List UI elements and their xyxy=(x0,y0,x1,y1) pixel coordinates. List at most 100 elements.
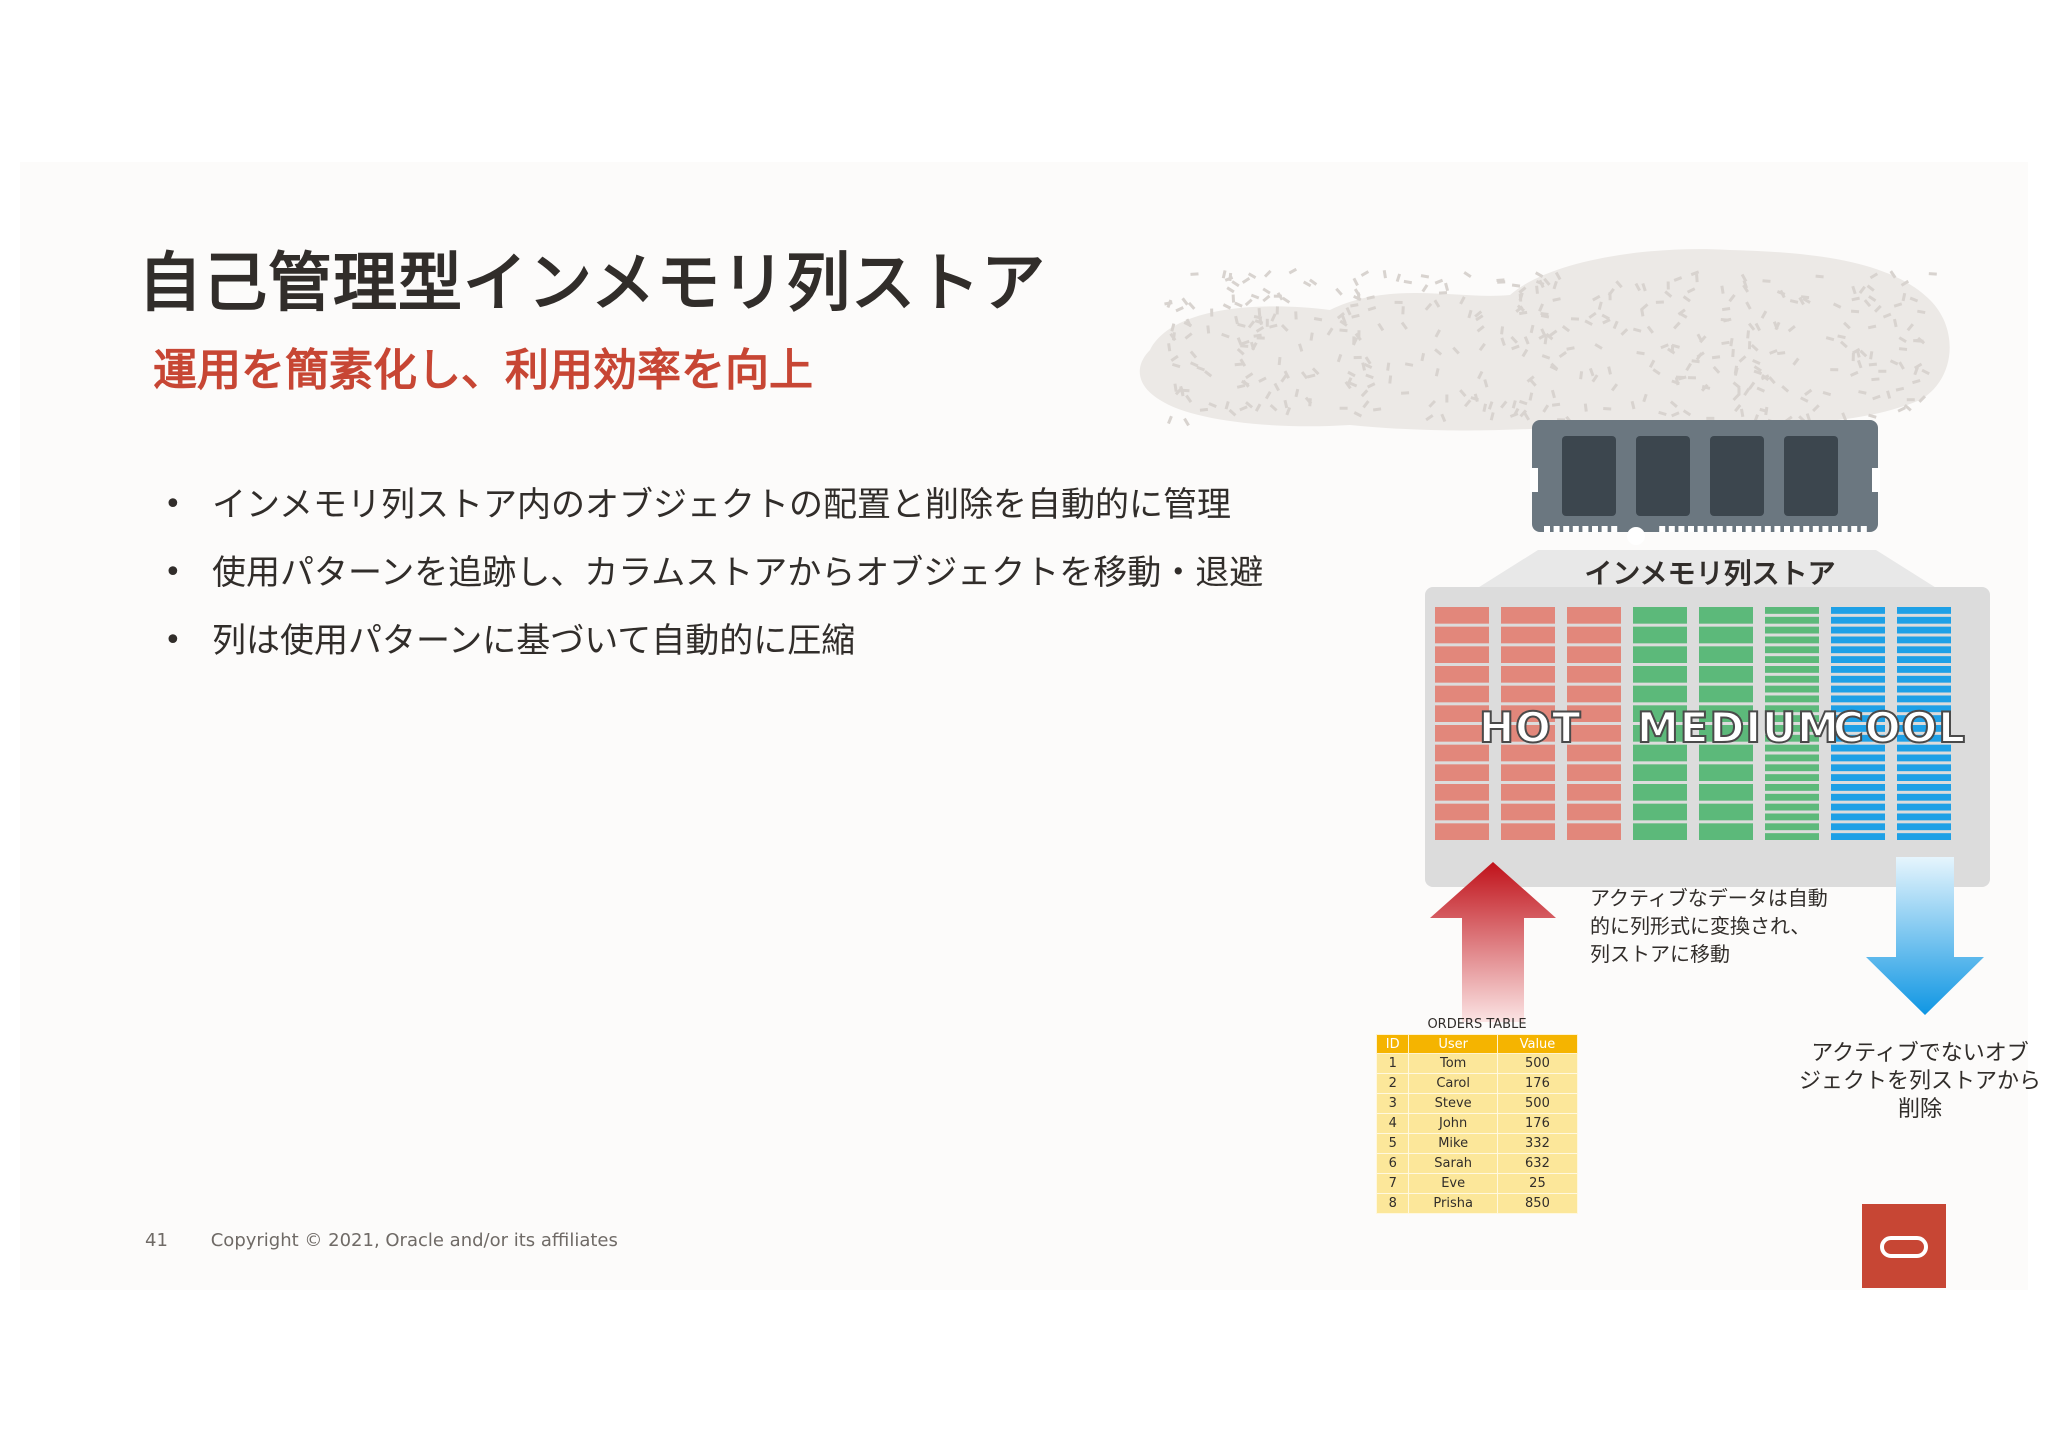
column-header: Value xyxy=(1496,1034,1579,1054)
column-cell xyxy=(1765,813,1819,821)
column-cell xyxy=(1435,764,1489,781)
footer: 41 Copyright © 2021, Oracle and/or its a… xyxy=(145,1230,618,1251)
column-cell xyxy=(1501,744,1555,762)
column-cell xyxy=(1831,803,1885,811)
column-cell xyxy=(1897,793,1951,801)
column-cell xyxy=(1765,646,1819,654)
column-cell xyxy=(1501,803,1555,821)
column-cell xyxy=(1897,636,1951,644)
column-cell xyxy=(1765,734,1819,742)
table-cell: John xyxy=(1408,1113,1498,1134)
column-cell xyxy=(1831,793,1885,801)
column-cell xyxy=(1897,725,1951,732)
column-cell xyxy=(1699,725,1753,742)
column-cell xyxy=(1831,764,1885,772)
column-cell xyxy=(1699,764,1753,781)
zone-label-medium: MEDIUM xyxy=(1636,702,1840,753)
column-cell xyxy=(1831,774,1885,781)
zone-label-cool: COOL xyxy=(1832,702,1966,753)
column-cell xyxy=(1897,734,1951,742)
column-cell xyxy=(1765,764,1819,772)
table-cell: Tom xyxy=(1408,1053,1498,1074)
copyright-text: Copyright © 2021, Oracle and/or its affi… xyxy=(210,1230,618,1251)
column-cell xyxy=(1567,685,1621,703)
column-cell xyxy=(1765,636,1819,644)
column-cell xyxy=(1567,764,1621,781)
column-cell xyxy=(1765,685,1819,693)
column-cell xyxy=(1831,813,1885,821)
column-cell xyxy=(1699,666,1753,683)
column-cell xyxy=(1897,823,1951,831)
column-cell xyxy=(1435,744,1489,762)
caption-active-data: アクティブなデータは自動 的に列形式に変換され、 列ストアに移動 xyxy=(1590,886,1828,966)
column-cell xyxy=(1897,616,1951,624)
memory-chip-icon xyxy=(1530,420,1880,545)
column-cell xyxy=(1765,774,1819,781)
column-cell xyxy=(1765,607,1819,614)
red-up-arrow-icon xyxy=(1430,862,1556,1022)
column-cell xyxy=(1765,715,1819,722)
column-cell xyxy=(1699,626,1753,644)
page-number: 41 xyxy=(145,1230,168,1251)
column-cell xyxy=(1501,607,1555,624)
column-cell xyxy=(1633,744,1687,762)
column-cell xyxy=(1699,705,1753,722)
table-cell: 632 xyxy=(1496,1153,1579,1174)
slide-subtitle: 運用を簡素化し、利用効率を向上 xyxy=(153,345,813,396)
column-cell xyxy=(1435,784,1489,801)
column-cell xyxy=(1699,607,1753,624)
column-cell xyxy=(1501,784,1555,801)
column-cell xyxy=(1831,695,1885,703)
table-cell: 8 xyxy=(1375,1193,1410,1214)
table-cell: 176 xyxy=(1496,1073,1579,1094)
column-cell xyxy=(1435,705,1489,722)
column-cell xyxy=(1699,646,1753,663)
column-cell xyxy=(1765,744,1819,752)
table-cell: 2 xyxy=(1375,1073,1410,1094)
column-cell xyxy=(1435,646,1489,663)
table-cell: 25 xyxy=(1496,1173,1579,1194)
column-store-label: インメモリ列ストア xyxy=(1584,557,1836,590)
column-cell xyxy=(1897,754,1951,762)
oracle-ring-icon xyxy=(1880,1236,1928,1258)
column-cell xyxy=(1567,705,1621,722)
column-cell xyxy=(1435,725,1489,742)
zone-label-hot: HOT xyxy=(1478,702,1582,753)
column-cell xyxy=(1633,646,1687,663)
column-cell xyxy=(1567,666,1621,683)
column-cell xyxy=(1765,803,1819,811)
column-cell xyxy=(1633,823,1687,840)
column-cell xyxy=(1567,803,1621,821)
column-cell xyxy=(1633,607,1687,624)
table-cell: Eve xyxy=(1408,1173,1498,1194)
column-cell xyxy=(1501,725,1555,742)
column-store: HOT MEDIUM COOL xyxy=(1425,587,1990,887)
table-cell: Mike xyxy=(1408,1133,1498,1154)
column-cell xyxy=(1897,695,1951,703)
column-cell xyxy=(1765,793,1819,801)
column-cell xyxy=(1765,725,1819,732)
column-cell xyxy=(1897,656,1951,663)
column-cell xyxy=(1831,675,1885,683)
column-cell xyxy=(1897,774,1951,781)
column-cell xyxy=(1897,626,1951,634)
column-cell xyxy=(1897,784,1951,791)
column-cell xyxy=(1831,823,1885,831)
column-cell xyxy=(1699,823,1753,840)
column-cell xyxy=(1501,666,1555,683)
column-cell xyxy=(1567,646,1621,663)
column-cell xyxy=(1435,823,1489,840)
column-cell xyxy=(1765,666,1819,673)
column-cell xyxy=(1897,685,1951,693)
column-cell xyxy=(1897,607,1951,614)
column-cell xyxy=(1765,823,1819,831)
column-cell xyxy=(1699,685,1753,703)
column-cell xyxy=(1831,715,1885,722)
column-cell xyxy=(1567,744,1621,762)
